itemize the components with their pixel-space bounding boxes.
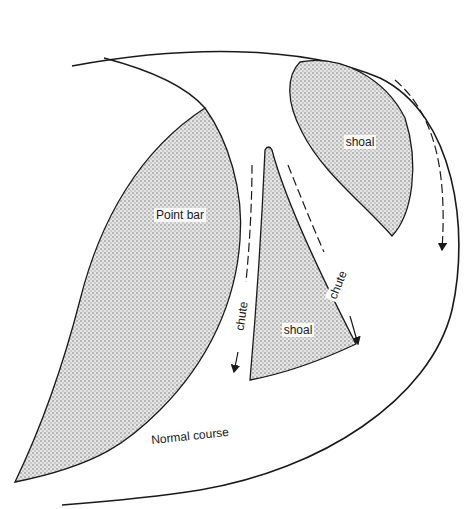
chute-flow-arrow: [234, 352, 238, 372]
stippled-shape: [244, 144, 362, 386]
region-label: shoal: [344, 135, 377, 149]
chute-label: chute: [233, 299, 252, 334]
shoal: shoal: [282, 52, 422, 242]
chute-flow-line: [246, 165, 252, 282]
shoal: shoal: [244, 144, 362, 386]
inner-bank: [104, 58, 205, 108]
channel-label: Normal course: [148, 425, 231, 447]
chute-label: chute: [325, 267, 350, 303]
region-label: Point bar: [154, 208, 206, 222]
region-label: shoal: [282, 323, 315, 337]
